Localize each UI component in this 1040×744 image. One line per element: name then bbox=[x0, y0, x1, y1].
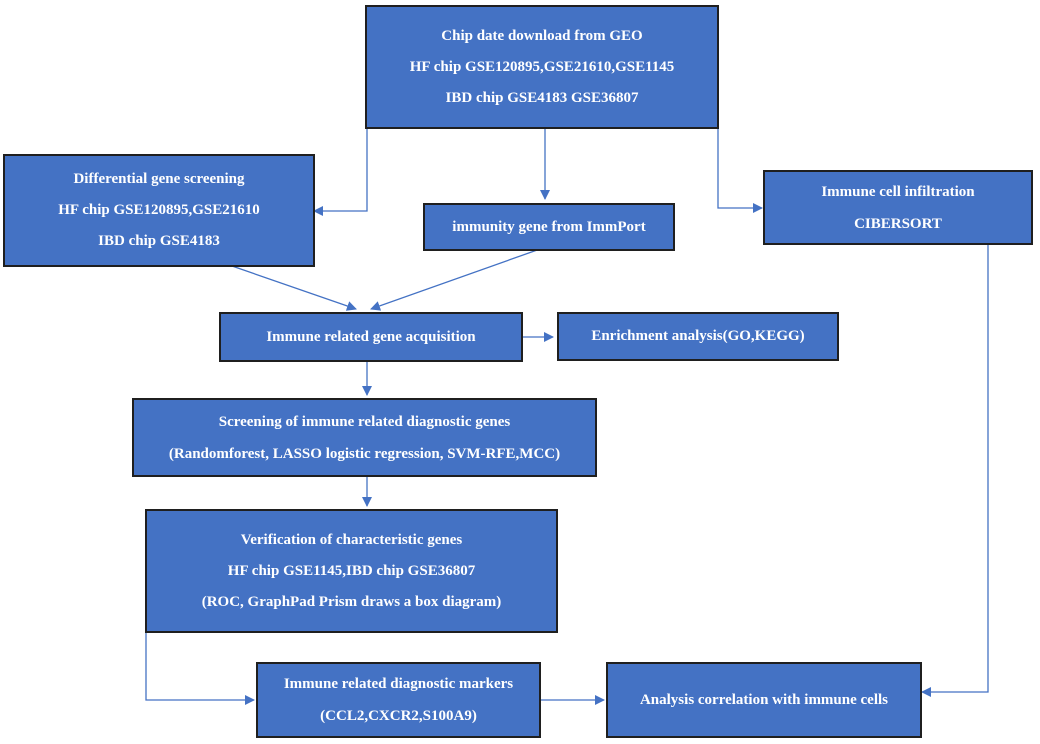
diagnostic-gene-screening-title: Screening of immune related diagnostic g… bbox=[218, 413, 511, 430]
arrow-infiltration-to-correlation bbox=[921, 244, 989, 697]
diagnostic-markers-genes: (CCL2,CXCR2,S100A9) bbox=[320, 708, 477, 724]
immune-cell-infiltration-title: Immune cell infiltration bbox=[821, 183, 975, 200]
differential-gene-screening-title: Differential gene screening bbox=[73, 171, 245, 187]
geo-download-title: Chip date download from GEO bbox=[441, 27, 643, 44]
diagnostic-markers-title: Immune related diagnostic markers bbox=[283, 676, 514, 692]
immune-gene-acquisition-box: Immune related gene acquisition bbox=[219, 312, 523, 362]
enrichment-analysis-label: Enrichment analysis(GO,KEGG) bbox=[591, 328, 805, 344]
diagnostic-markers-box: Immune related diagnostic markers (CCL2,… bbox=[256, 662, 541, 738]
characteristic-gene-verification-title: Verification of characteristic genes bbox=[240, 531, 463, 548]
enrichment-analysis-box: Enrichment analysis(GO,KEGG) bbox=[557, 312, 839, 361]
characteristic-gene-verification-methods: (ROC, GraphPad Prism draws a box diagram… bbox=[201, 593, 502, 610]
immune-correlation-box: Analysis correlation with immune cells bbox=[606, 662, 922, 738]
arrow-deg-to-acquisition bbox=[231, 265, 357, 311]
immune-gene-acquisition-label: Immune related gene acquisition bbox=[266, 328, 476, 345]
immune-cell-infiltration-method: CIBERSORT bbox=[854, 215, 942, 232]
immune-correlation-label: Analysis correlation with immune cells bbox=[639, 691, 889, 708]
arrow-verification-to-markers bbox=[145, 632, 255, 705]
arrow-geo-to-deg bbox=[313, 128, 368, 216]
differential-gene-screening-hf-chips: HF chip GSE120895,GSE21610 bbox=[58, 202, 260, 218]
geo-download-box: Chip date download from GEO HF chip GSE1… bbox=[365, 5, 719, 129]
immport-gene-label: immunity gene from ImmPort bbox=[452, 218, 646, 235]
characteristic-gene-verification-box: Verification of characteristic genes HF … bbox=[145, 509, 558, 633]
differential-gene-screening-ibd-chips: IBD chip GSE4183 bbox=[98, 233, 220, 249]
immport-gene-box: immunity gene from ImmPort bbox=[423, 203, 675, 251]
characteristic-gene-verification-chips: HF chip GSE1145,IBD chip GSE36807 bbox=[227, 562, 476, 579]
immune-cell-infiltration-box: Immune cell infiltration CIBERSORT bbox=[763, 170, 1033, 245]
arrow-geo-to-infiltration bbox=[717, 128, 763, 213]
arrow-immport-to-acquisition bbox=[370, 248, 541, 311]
geo-download-hf-chips: HF chip GSE120895,GSE21610,GSE1145 bbox=[409, 58, 675, 75]
geo-download-ibd-chips: IBD chip GSE4183 GSE36807 bbox=[445, 89, 639, 106]
diagnostic-gene-screening-methods: (Randomforest, LASSO logistic regression… bbox=[168, 445, 561, 462]
diagnostic-gene-screening-box: Screening of immune related diagnostic g… bbox=[132, 398, 597, 477]
differential-gene-screening-box: Differential gene screening HF chip GSE1… bbox=[3, 154, 315, 267]
